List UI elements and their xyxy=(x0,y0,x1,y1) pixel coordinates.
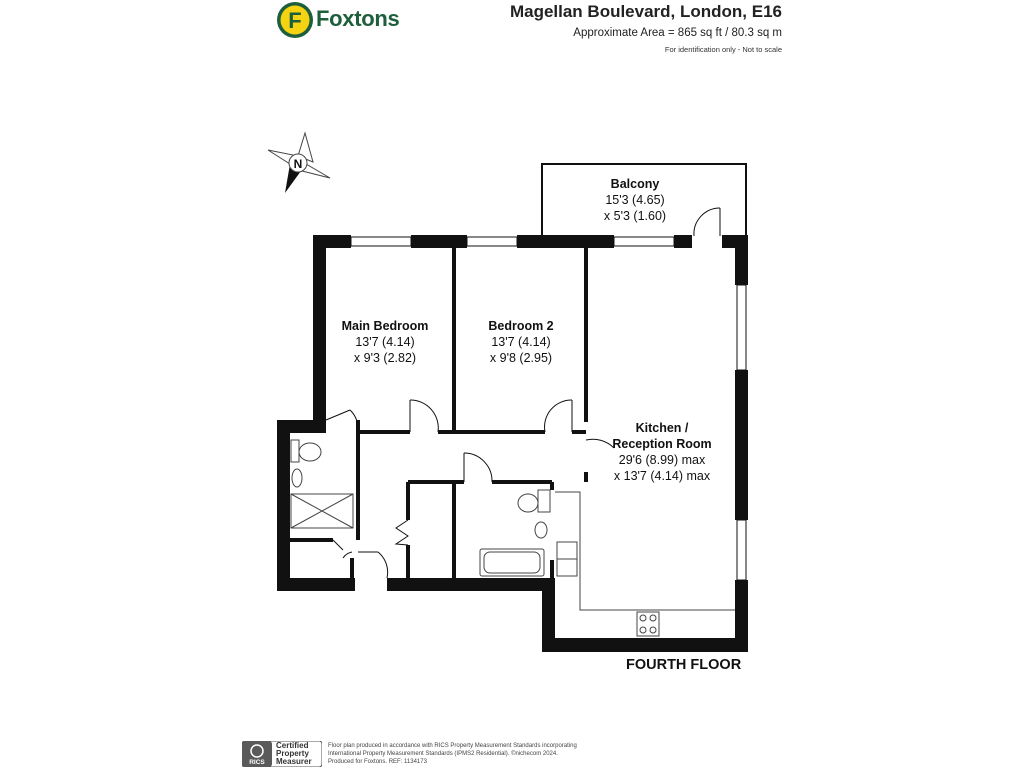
compass-letter: N xyxy=(294,157,303,171)
interior-walls xyxy=(290,246,588,578)
room-main-bedroom: Main Bedroom 13'7 (4.14) x 9'3 (2.82) xyxy=(341,319,429,365)
room-bedroom-2: Bedroom 2 13'7 (4.14) x 9'8 (2.95) xyxy=(488,319,554,365)
doors xyxy=(325,207,721,579)
brand-name: Foxtons xyxy=(316,6,400,31)
rics-badge-org: RICS xyxy=(249,759,265,766)
approximate-area: Approximate Area = 865 sq ft / 80.3 sq m xyxy=(573,27,782,39)
footer-disclaimer: Floor plan produced in accordance with R… xyxy=(328,743,577,766)
page-title: Magellan Boulevard, London, E16 xyxy=(509,2,782,21)
bathroom-fixtures xyxy=(290,439,354,529)
floor-label: FOURTH FLOOR xyxy=(626,657,742,673)
room-balcony: Balcony 15'3 (4.65) x 5'3 (1.60) xyxy=(603,177,667,223)
rics-badge-icon: RICS xyxy=(242,741,322,767)
logo-letter: F xyxy=(288,8,301,33)
compass-icon: N xyxy=(267,131,331,193)
walls xyxy=(277,235,748,652)
foxtons-logo-icon: F xyxy=(277,2,313,38)
badge-text: Certified Property Measurer xyxy=(276,741,312,766)
room-kitchen-reception: Kitchen / Reception Room 29'6 (8.99) max… xyxy=(612,421,712,483)
bathroom2-fixtures xyxy=(479,489,551,577)
scale-note: For identification only - Not to scale xyxy=(664,45,782,54)
kitchen-fixtures xyxy=(555,491,735,637)
balcony-outline xyxy=(541,163,747,236)
windows xyxy=(350,236,747,581)
